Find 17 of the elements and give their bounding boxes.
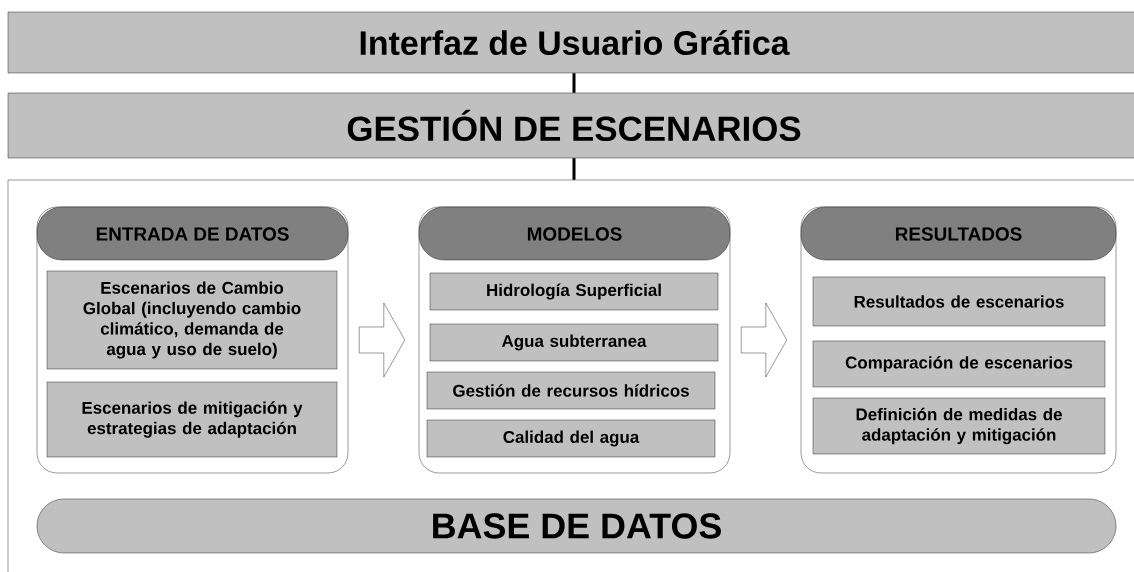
layer-bar: Interfaz de Usuario Gráfica [7,11,1134,74]
component-box: Calidad del agua [426,419,716,458]
component-box: Agua subterranea [429,323,719,362]
component-box: Resultados de escenarios [812,276,1106,327]
connector-line [572,158,576,180]
component-box: Escenarios de mitigación y estrategias de adaptación [46,381,338,458]
connector-line [572,73,576,93]
component-box: Escenarios de Cambio Global (incluyendo cambio climático, demanda de agua y uso de suelo) [46,270,338,370]
block-arrow [741,302,787,378]
component-box: Hidrología Superficial [429,272,719,311]
component-box: Gestión de recursos hídricos [426,371,716,410]
database-bar: BASE DE DATOS [36,498,1117,554]
component-box: Definición de medidas de adaptación y mitigación [812,397,1106,455]
container-frame [7,179,1134,572]
layer-bar: GESTIÓN DE ESCENARIOS [7,92,1134,159]
component-box: Comparación de escenarios [812,340,1106,388]
block-arrow [359,302,405,378]
